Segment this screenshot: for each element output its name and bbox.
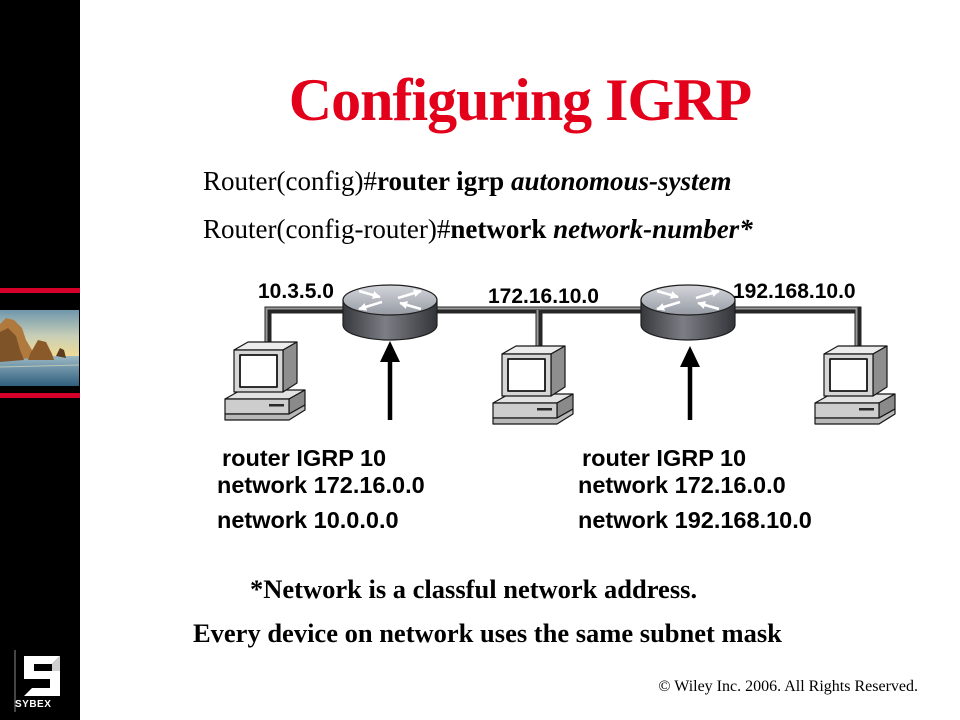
photo-sea xyxy=(0,356,79,386)
router-2-config-line: router IGRP 10 xyxy=(582,445,747,471)
command-keyword: router igrp xyxy=(376,166,505,196)
router-arrow-in xyxy=(399,301,422,311)
arrow-head xyxy=(680,346,700,367)
photo-rock xyxy=(28,340,54,360)
router-arrow-out xyxy=(656,300,681,311)
pc-drive-slot xyxy=(859,408,874,411)
logo-glyph-cut xyxy=(52,656,60,671)
command-prompt: Router(config)# xyxy=(203,166,377,196)
pc-icon xyxy=(492,345,574,425)
sybex-logo xyxy=(14,650,60,712)
pc-screen xyxy=(829,358,868,392)
router-arrow-in xyxy=(656,289,679,299)
network-label-right: 192.168.10.0 xyxy=(733,280,856,303)
router-icon xyxy=(640,284,736,341)
pc-icon xyxy=(814,345,896,425)
router-top xyxy=(342,284,438,316)
router-arrows xyxy=(358,289,422,311)
network-link-highlight xyxy=(265,307,858,350)
router-arrow-out xyxy=(695,289,720,300)
arrow-up-icon xyxy=(680,346,700,420)
pc-screen xyxy=(507,358,546,392)
pc-screen xyxy=(239,354,278,388)
note-classful: *Network is a classful network address. xyxy=(250,574,698,604)
network-link xyxy=(264,306,862,350)
slide-title: Configuring IGRP xyxy=(288,67,752,133)
command-router-igrp: Router(config)#router igrp autonomous-sy… xyxy=(203,168,732,195)
arrow-up-icon xyxy=(380,341,400,420)
photo-cliff-shadow xyxy=(0,328,24,362)
router-2-config-line: network 172.16.0.0 xyxy=(578,472,786,498)
pc-keyboard xyxy=(814,408,896,425)
logo-glyph xyxy=(24,656,60,696)
router-arrow-in xyxy=(358,289,381,299)
photo-sea-stack xyxy=(56,348,66,358)
network-label-middle: 172.16.10.0 xyxy=(488,285,599,308)
router-arrow-in xyxy=(697,301,720,311)
arrow-head xyxy=(380,341,400,362)
note-subnet-mask: Every device on network uses the same su… xyxy=(193,618,782,648)
router-arrow-out xyxy=(397,289,422,300)
command-argument: autonomous-system xyxy=(510,166,732,196)
command-keyword: network xyxy=(450,214,547,244)
pc-monitor-side xyxy=(550,345,566,397)
landscape-photo xyxy=(0,310,79,386)
router-icon xyxy=(342,284,438,341)
sidebar-accent-rule-bottom xyxy=(0,393,80,398)
pc-monitor-side xyxy=(872,345,888,397)
command-prompt: Router(config-router)# xyxy=(203,214,451,244)
router-1-config-line: network 10.0.0.0 xyxy=(217,507,399,533)
router-1-config-line: router IGRP 10 xyxy=(222,445,387,471)
router-1-config-line: network 172.16.0.0 xyxy=(217,472,425,498)
pc-keyboard xyxy=(224,404,306,421)
router-arrow-out xyxy=(358,300,383,311)
copyright-footer: © Wiley Inc. 2006. All Rights Reserved. xyxy=(658,678,918,695)
pc-drive-slot xyxy=(537,408,552,411)
router-top xyxy=(640,284,736,316)
pc-icon xyxy=(224,341,306,421)
command-network: Router(config-router)#network network-nu… xyxy=(203,216,753,243)
pc-drive-slot xyxy=(269,404,284,407)
pc-keyboard xyxy=(492,408,574,425)
network-links xyxy=(264,306,862,350)
sidebar-accent-rule-top xyxy=(0,288,80,293)
network-label-left: 10.3.5.0 xyxy=(258,280,334,303)
logo-wordmark: SYBEX xyxy=(15,699,52,710)
router-2-config-line: network 192.168.10.0 xyxy=(578,507,812,533)
command-argument: network-number* xyxy=(553,214,753,244)
pc-monitor-side xyxy=(282,341,298,393)
photo-wave xyxy=(0,364,79,368)
router-arrows xyxy=(656,289,720,311)
